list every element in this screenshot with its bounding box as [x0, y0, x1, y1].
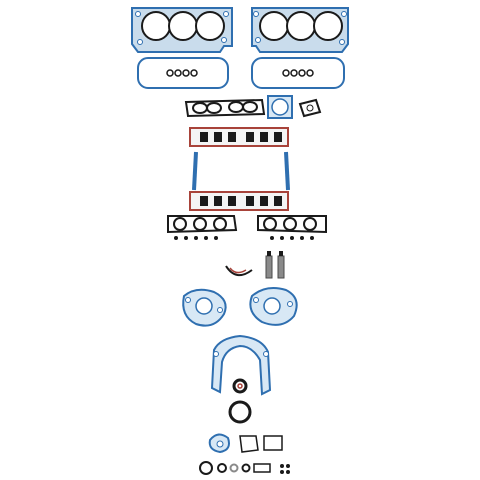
oil-filter-adapter-gasket	[263, 435, 283, 451]
plenum-gasket	[184, 98, 266, 118]
valve-cover-gasket-right	[251, 57, 345, 89]
exhaust-manifold-gasket-right	[257, 215, 327, 240]
rear-main-seal	[228, 400, 252, 424]
intake-end-seal-right	[284, 151, 290, 191]
intake-manifold-gasket-bottom	[189, 191, 289, 211]
crank-seal	[232, 378, 248, 394]
oil-pump-gasket	[239, 435, 259, 453]
water-pump-gasket-left	[182, 288, 227, 327]
timing-cover-gasket	[210, 334, 272, 396]
small-seals-row	[199, 461, 290, 475]
cylinder-head-gasket-left	[131, 7, 233, 53]
sealant-tube-left	[265, 251, 273, 279]
intake-manifold-gasket-top	[189, 127, 289, 147]
water-pump-gasket-right	[249, 287, 298, 326]
sealant-tube-right	[277, 251, 285, 279]
intake-end-seal-left	[192, 151, 198, 191]
o-ring-seal	[225, 265, 253, 277]
exhaust-manifold-gasket-left	[167, 215, 238, 240]
valve-cover-gasket-left	[137, 57, 229, 89]
thermostat-gasket	[208, 433, 230, 454]
egr-gasket	[298, 98, 322, 118]
throttle-body-gasket	[267, 95, 293, 119]
cylinder-head-gasket-right	[251, 7, 349, 53]
